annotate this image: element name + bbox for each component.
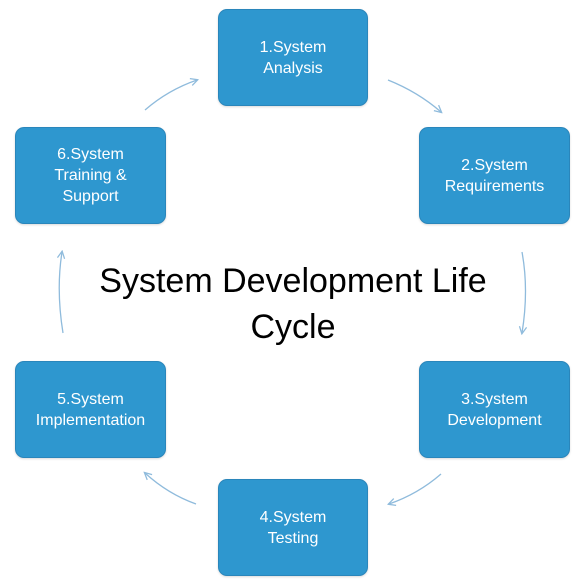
stage-system-development: 3.System Development — [419, 361, 570, 458]
stage-label-line: Implementation — [35, 411, 146, 429]
stage-label-line: 3.System — [461, 390, 528, 408]
diagram-title: System Development Life Cycle — [60, 258, 526, 350]
diagram-title-line: System Development Life — [99, 262, 487, 300]
stage-system-training-support: 6.System Training & Support — [15, 127, 166, 224]
stage-label-line: 4.System — [259, 508, 327, 526]
stage-label-line: Testing — [267, 529, 319, 547]
stage-label-line: Development — [447, 411, 542, 429]
stage-system-analysis: 1.System Analysis — [218, 9, 368, 106]
stage-label-line: 1.System — [259, 38, 327, 56]
stage-system-testing: 4.System Testing — [218, 479, 368, 576]
stage-label-line: 6.System — [57, 146, 124, 163]
arrow-development-to-testing — [389, 473, 442, 504]
stage-label-line: Support — [62, 188, 119, 205]
stage-label-line: Requirements — [444, 177, 545, 195]
stage-system-requirements: 2.System Requirements — [419, 127, 570, 224]
stage-label-line: Training & — [54, 167, 127, 184]
stage-label-line: 5.System — [57, 390, 124, 408]
stage-label-line: 2.System — [461, 156, 528, 174]
arrow-analysis-to-requirements — [387, 79, 441, 112]
arrow-testing-to-implementation — [145, 473, 197, 505]
diagram-title-line: Cycle — [250, 308, 336, 346]
stage-system-implementation: 5.System Implementation — [15, 361, 166, 458]
stage-label-line: Analysis — [263, 59, 323, 77]
arrow-training-to-analysis — [144, 80, 197, 111]
